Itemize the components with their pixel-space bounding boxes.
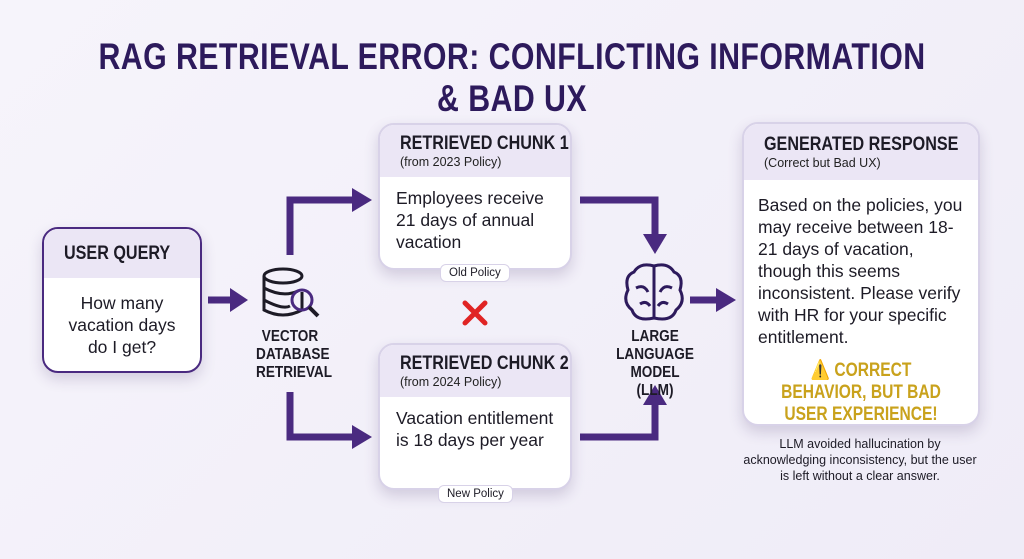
chunk1-sub: (from 2023 Policy) — [400, 155, 502, 169]
response-sub: (Correct but Bad UX) — [764, 156, 881, 170]
user-query-text: How many vacation days do I get? — [68, 293, 176, 357]
response-header: GENERATED RESPONSE — [764, 134, 959, 155]
retrieval-label: VECTOR DATABASE RETRIEVAL — [256, 328, 333, 382]
arrow-chunk2-to-llm — [580, 403, 659, 441]
warning-icon: ⚠️ — [810, 360, 835, 381]
chunk2-text: Vacation entitlement is 18 days per year — [396, 408, 554, 450]
arrow-db-to-chunk2 — [286, 392, 355, 441]
label-line: LARGE — [631, 328, 679, 345]
arrow-db-to-chunk1 — [286, 196, 355, 255]
response-card: GENERATED RESPONSE(Correct but Bad UX) B… — [742, 122, 980, 426]
chunk2-sub: (from 2024 Policy) — [400, 375, 502, 389]
page-title: RAG RETRIEVAL ERROR: CONFLICTING INFORMA… — [98, 36, 926, 119]
chunk2-header: RETRIEVED CHUNK 2 — [400, 353, 569, 374]
label-line: MODEL (LLM) — [630, 364, 680, 399]
red-x-icon — [462, 300, 488, 326]
label-line: VECTOR — [261, 328, 319, 345]
chunk1-text: Employees receive 21 days of annual vaca… — [396, 188, 544, 252]
chunk2-card: RETRIEVED CHUNK 2(from 2024 Policy) Vaca… — [378, 343, 572, 490]
brain-icon — [624, 263, 684, 321]
label-line: DATABASE — [256, 346, 330, 363]
response-text: Based on the policies, you may receive b… — [758, 195, 963, 347]
warning-message: ⚠️ CORRECT BEHAVIOR, BUT BAD USER EXPERI… — [777, 360, 946, 425]
warning-text: CORRECT BEHAVIOR, BUT BAD USER EXPERIENC… — [781, 360, 941, 425]
user-query-card: USER QUERY How many vacation days do I g… — [42, 227, 202, 373]
user-query-header: USER QUERY — [64, 242, 171, 264]
caption: LLM avoided hallucination by acknowledgi… — [743, 437, 977, 483]
database-search-icon — [262, 267, 320, 318]
old-policy-tag: Old Policy — [440, 264, 510, 282]
chunk1-header: RETRIEVED CHUNK 1 — [400, 133, 569, 154]
arrow-chunk1-to-llm — [580, 196, 659, 236]
label-line: LANGUAGE — [616, 346, 694, 363]
label-line: RETRIEVAL — [256, 364, 333, 381]
llm-label: LARGE LANGUAGE MODEL (LLM) — [613, 328, 698, 400]
chunk1-card: RETRIEVED CHUNK 1(from 2023 Policy) Empl… — [378, 123, 572, 270]
new-policy-tag: New Policy — [438, 485, 513, 503]
